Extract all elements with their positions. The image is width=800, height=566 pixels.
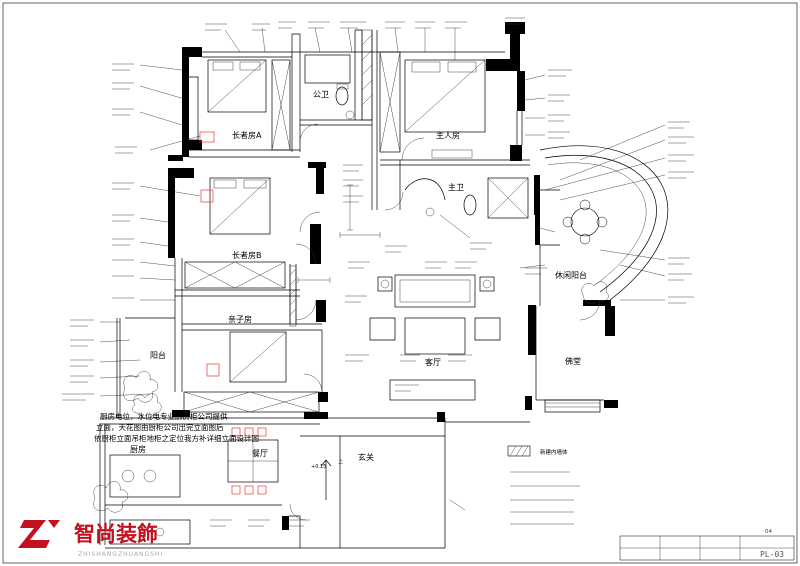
room-dining: 餐厅 <box>252 449 268 458</box>
room-entrance: 玄关 <box>358 452 374 462</box>
title-block: 04 PL-03 <box>619 529 795 561</box>
room-elder-b: 长者房B <box>232 250 262 260</box>
company-logo: 智尚装飾 ZHISHANGZHUANGSHI <box>18 520 163 558</box>
legend-swatch <box>507 445 531 457</box>
elevation-mark: +0.15 <box>311 464 326 470</box>
master-wc-fixtures <box>404 177 529 219</box>
new-wall-hatch <box>289 29 373 327</box>
logo-name: 智尚装飾 <box>74 521 158 546</box>
up-arrow <box>320 459 332 500</box>
logo-mark-icon <box>18 520 60 548</box>
room-leisure-balcony: 休闲阳台 <box>555 270 587 280</box>
elder-room-a-furniture <box>199 59 291 151</box>
room-public-wc: 公卫 <box>313 90 329 99</box>
public-wc-fixtures <box>304 54 355 120</box>
room-child: 亲子房 <box>228 314 252 324</box>
room-living: 客厅 <box>425 357 441 367</box>
legend: 新建内墙体 <box>507 445 568 457</box>
kitchen-fixtures <box>109 454 191 545</box>
buddha-hall-furniture <box>544 399 601 413</box>
dining-table <box>227 427 279 495</box>
round-table-set <box>562 199 608 245</box>
room-master-bed: 主人房 <box>436 130 460 140</box>
room-master-wc: 主卫 <box>448 182 464 192</box>
room-kitchen: 厨房 <box>130 444 146 454</box>
logo-sub: ZHISHANGZHUANGSHI <box>78 551 163 558</box>
child-room-furniture <box>183 331 320 413</box>
page-number: 04 <box>765 529 772 535</box>
elder-room-b-furniture <box>184 177 286 289</box>
balcony-plant-decor <box>93 281 609 513</box>
note-line-3: 依厨柜立面吊柜地柜之定位我方补详细立面设计图 <box>94 433 259 443</box>
master-bed-furniture <box>379 51 486 159</box>
dimension-lines <box>297 184 381 283</box>
note-line-1: 厨房电位，水位电专业厨房柜公司提供 <box>100 411 228 421</box>
up-mark: 上 <box>338 458 343 465</box>
partition-walls <box>99 29 604 549</box>
note-line-2: 立面，天花图由厨柜公司出完立面图后 <box>96 422 224 432</box>
leader-lines <box>99 27 666 511</box>
cad-code-labels <box>62 17 694 527</box>
structural-walls <box>168 22 618 530</box>
room-labels: 长者房A 长者房B 公卫 主人房 主卫 休闲阳台 亲子房 阳台 客厅 佛堂 厨房… <box>130 90 587 462</box>
legend-new-wall-label: 新建内墙体 <box>540 448 568 456</box>
kitchen-note: 厨房电位，水位电专业厨房柜公司提供 立面，天花图由厨柜公司出完立面图后 依厨柜立… <box>94 411 259 443</box>
living-room-furniture <box>369 274 501 401</box>
room-elder-a: 长者房A <box>232 130 262 140</box>
room-balcony: 阳台 <box>150 350 166 360</box>
room-buddha-hall: 佛堂 <box>565 356 581 366</box>
drawing-code: PL-03 <box>760 550 784 559</box>
